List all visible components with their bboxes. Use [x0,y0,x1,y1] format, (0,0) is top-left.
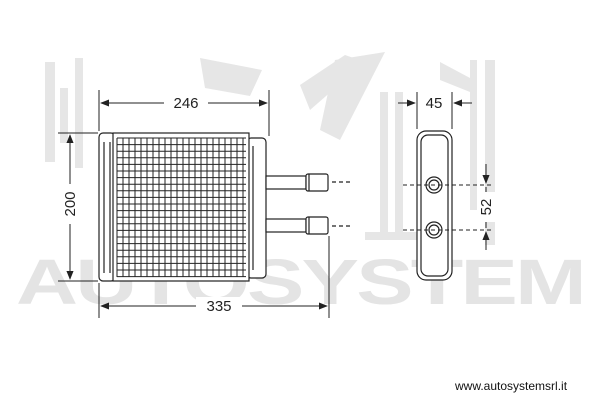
dimension-label-45: 45 [426,95,443,112]
pipe-upper [265,173,329,192]
fin-grid [116,137,246,278]
dimension-label-246: 246 [173,95,198,112]
dimension-label-200: 200 [62,191,79,216]
pipe-lower [265,216,329,235]
footer-url: www.autosystemsrl.it [455,379,568,393]
dimension-label-335: 335 [206,298,231,315]
dimension-label-52: 52 [478,199,495,216]
heater-core-side-view [416,130,453,281]
dimension-depth [398,92,472,129]
heater-core-front-view [98,132,352,282]
side-view-centerlines [403,184,494,231]
watermark-logo [45,52,495,245]
